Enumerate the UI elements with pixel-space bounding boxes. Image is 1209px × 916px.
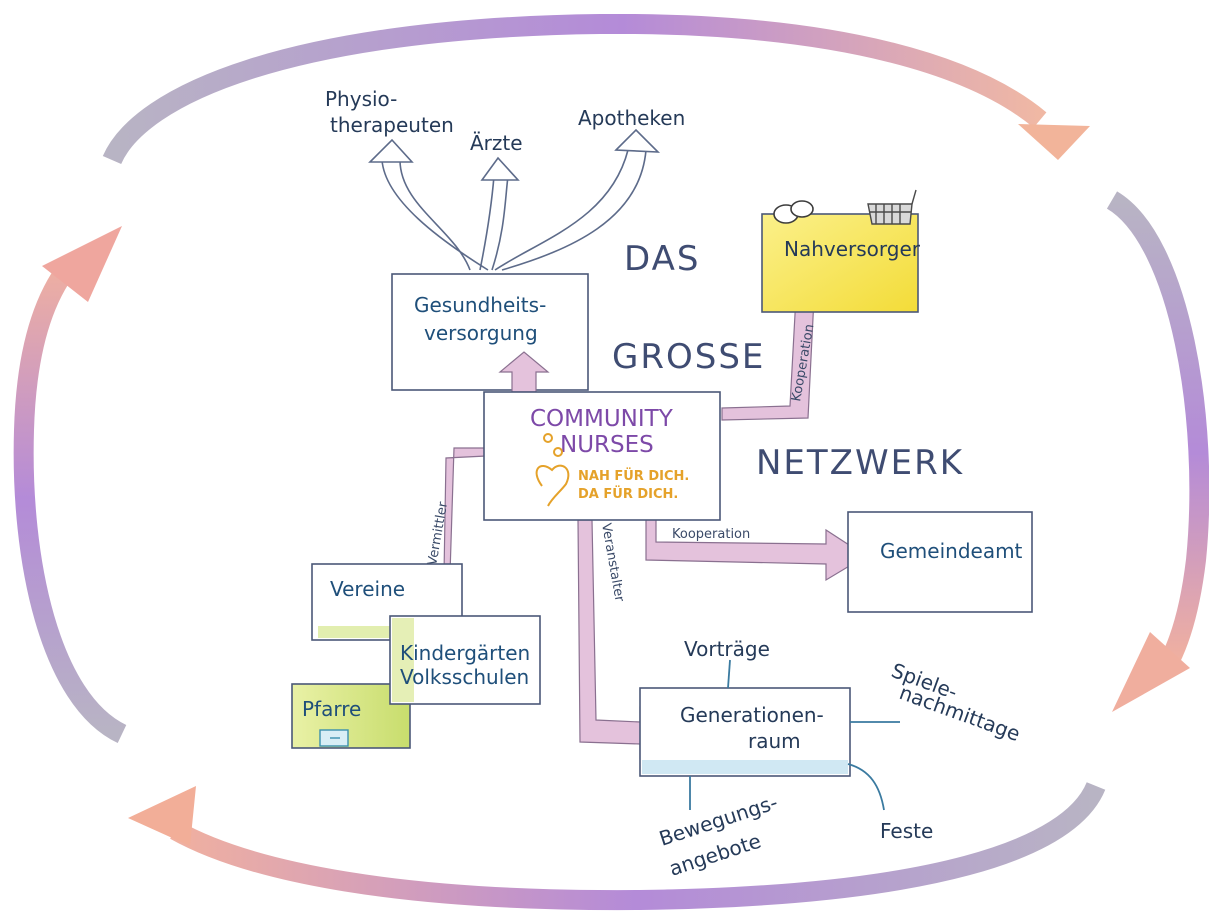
node-spiele-line2: nachmittage <box>896 680 1023 746</box>
cycle-arrows <box>13 13 1209 911</box>
node-kindergaerten-box <box>389 615 541 705</box>
cycle-arrow-top <box>102 13 1047 165</box>
cycle-arrow-bottom-head <box>128 786 196 846</box>
node-aerzte: Ärzte <box>470 131 523 155</box>
title-word-grosse: GROSSE <box>612 337 765 377</box>
node-nahversorger: Nahversorger <box>784 237 921 261</box>
node-vortraege: Vorträge <box>684 637 770 661</box>
node-gemeindeamt: Gemeindeamt <box>880 539 1023 563</box>
node-nahversorger-box <box>761 213 919 313</box>
cycle-arrow-left <box>13 255 127 744</box>
edge-label-veranstalter: Veranstalter <box>598 522 627 603</box>
arrow-to-gemeindeamt <box>645 517 868 582</box>
heart-logo-icon <box>535 433 570 507</box>
cycle-arrow-left-head <box>42 226 122 302</box>
arrow-to-gesundheit <box>498 351 550 393</box>
church-icon <box>319 729 349 747</box>
node-gesundheit-line1: Gesundheits- <box>414 293 546 317</box>
node-apotheken: Apotheken <box>578 106 685 130</box>
node-generationen-line2: raum <box>748 729 801 753</box>
shopping-cart-icon <box>867 189 917 225</box>
cycle-arrow-right-head <box>1112 632 1190 712</box>
health-branches <box>368 128 661 271</box>
node-generationen-line1: Generationen- <box>680 703 824 727</box>
node-physio-line1: Physio- <box>325 87 397 111</box>
node-community-nurses-box[interactable] <box>483 391 721 521</box>
node-pfarre: Pfarre <box>302 697 361 721</box>
node-gesundheit-line2: versorgung <box>424 321 538 345</box>
node-vereine: Vereine <box>330 577 405 601</box>
center-slogan2: DA FÜR DICH. <box>578 486 678 502</box>
bread-icon <box>773 200 814 224</box>
cycle-arrow-top-head <box>1018 124 1090 160</box>
node-kindergaerten-line1: Kindergärten <box>400 641 530 665</box>
title-word-netzwerk: NETZWERK <box>756 443 964 483</box>
node-gesundheitsversorgung-box <box>391 273 589 391</box>
center-line1: COMMUNITY <box>530 406 674 432</box>
cycle-arrow-right <box>1106 191 1209 665</box>
center-slogan1: NAH FÜR DICH. <box>578 468 689 484</box>
node-feste: Feste <box>880 819 933 843</box>
title-word-das: DAS <box>624 239 700 279</box>
center-line2: NURSES <box>560 432 654 458</box>
node-physio-line2: therapeuten <box>330 113 454 137</box>
cycle-arrow-bottom <box>170 781 1106 911</box>
generationen-branches <box>689 659 900 811</box>
edge-label-kooperation-right: Kooperation <box>672 527 750 542</box>
node-gemeindeamt-box <box>847 511 1033 613</box>
node-kindergaerten-line2: Volksschulen <box>400 665 529 689</box>
